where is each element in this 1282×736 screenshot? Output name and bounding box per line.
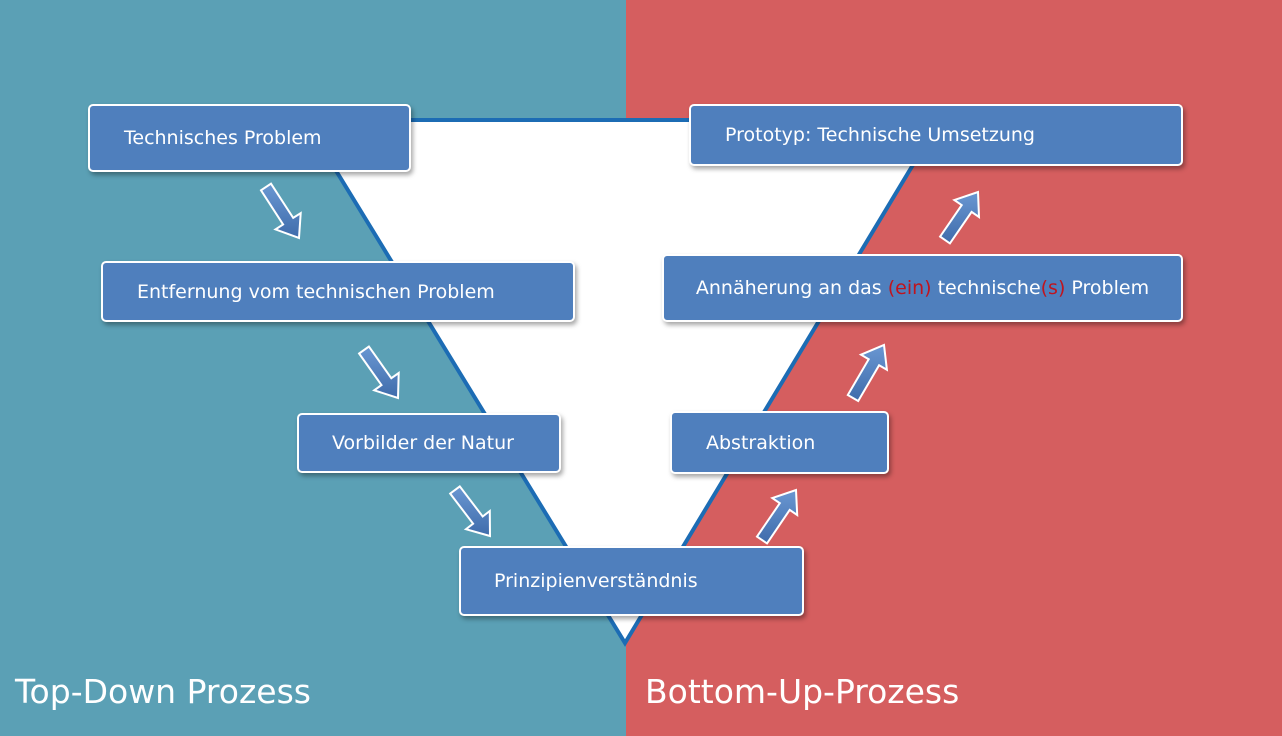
step-label: Prototyp: Technische Umsetzung (725, 124, 1035, 146)
step-technisches-problem: Technisches Problem (88, 104, 411, 172)
highlight-s: (s) (1040, 277, 1066, 299)
arrow-up-right-icon (846, 343, 889, 403)
step-label: Prinzipienverständnis (494, 570, 698, 592)
arrow-down-right-icon (448, 485, 492, 538)
step-annaeherung: Annäherung an das (ein) technische(s) Pr… (662, 254, 1183, 322)
step-prinzipienverstaendnis: Prinzipienverständnis (459, 546, 804, 616)
arrow-down-right-icon (357, 345, 400, 400)
step-prototyp: Prototyp: Technische Umsetzung (689, 104, 1183, 166)
funnel-triangle (301, 118, 944, 647)
bottom-up-footer: Bottom-Up-Prozess (645, 672, 960, 711)
arrow-up-right-icon (938, 190, 981, 245)
step-label: Entfernung vom technischen Problem (137, 280, 495, 303)
step-entfernung: Entfernung vom technischen Problem (101, 261, 575, 322)
step-label: Annäherung an das (ein) technische(s) Pr… (695, 277, 1150, 299)
arrow-down-right-icon (259, 182, 302, 240)
top-down-footer: Top-Down Prozess (15, 672, 311, 711)
step-label: Vorbilder der Natur (332, 432, 514, 454)
highlight-ein: (ein) (887, 277, 932, 299)
arrow-up-right-icon (755, 488, 799, 545)
step-label: Technisches Problem (124, 127, 322, 149)
step-label: Abstraktion (706, 431, 816, 454)
step-abstraktion: Abstraktion (670, 411, 889, 474)
step-vorbilder-der-natur: Vorbilder der Natur (297, 413, 561, 473)
